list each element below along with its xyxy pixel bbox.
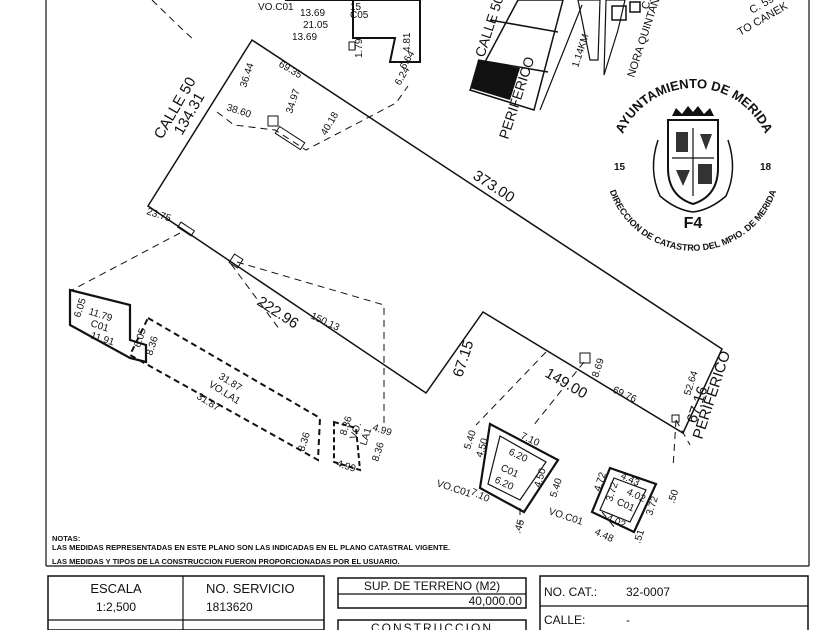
small-construction-detail: 8.36 VO. LA1 4.99 8.36 4.99	[333, 415, 393, 475]
svg-text:4.99: 4.99	[335, 458, 357, 475]
top-right-blocks	[468, 0, 641, 111]
svg-text:6.20: 6.20	[507, 447, 530, 465]
street-c1: C.1	[639, 0, 656, 11]
leader-lines	[71, 0, 691, 529]
dim-869: 8.69	[590, 357, 607, 379]
svg-text:.51: .51	[632, 528, 647, 545]
bottom-construction-detail-2: 4.43 4.02 C01 4.02 4.48 4.72 3.72 3.72 .…	[590, 466, 681, 545]
dim-15013: 150.13	[309, 311, 342, 334]
calle-label: CALLE:	[544, 613, 585, 627]
svg-text:C05: C05	[350, 10, 369, 21]
svg-text:15: 15	[350, 2, 362, 13]
dim-3644: 36.44	[238, 61, 256, 89]
svg-text:5.40: 5.40	[548, 477, 565, 499]
svg-text:VO.C01: VO.C01	[547, 506, 585, 528]
svg-text:1.79: 1.79	[354, 38, 365, 58]
svg-text:LA1: LA1	[358, 426, 374, 447]
dim-6715: 67.15	[450, 338, 478, 379]
top-construction-detail: 13.69 21.05 C05 15 13.69 VO.C01 1.79 4.8…	[258, 0, 421, 88]
street-calle50-top: CALLE 50	[472, 0, 507, 59]
footer-title-block: ESCALA 1:2,500 NO. SERVICIO 1813620 SUP.…	[47, 575, 809, 630]
construccion-label: CONSTRUCCION	[371, 621, 493, 630]
parcel-markers	[176, 115, 680, 423]
plan-notes: NOTAS: LAS MEDIDAS REPRESENTADAS EN ESTE…	[52, 534, 450, 566]
svg-text:18: 18	[760, 162, 772, 173]
dim-3497: 34.97	[284, 87, 302, 115]
svg-text:8.36: 8.36	[296, 431, 313, 453]
parcel-outline	[146, 38, 723, 435]
nocat-value: 32-0007	[626, 585, 670, 599]
svg-text:4.81: 4.81	[402, 32, 413, 52]
terreno-value: 40,000.00	[469, 594, 523, 608]
nocat-label: NO. CAT.:	[544, 585, 597, 599]
svg-text:VO.: VO.	[348, 421, 364, 441]
svg-text:11.91: 11.91	[89, 330, 116, 348]
municipal-seal: AYUNTAMIENTO DE MERIDA DIRECCION DE CATA…	[608, 76, 779, 253]
servicio-value: 1813620	[206, 600, 253, 614]
seal-top-text: AYUNTAMIENTO DE MERIDA	[612, 76, 776, 136]
svg-text:4.48: 4.48	[593, 527, 616, 545]
dim-149: 149.00	[542, 365, 590, 403]
svg-text:NOTAS:: NOTAS:	[52, 534, 80, 543]
svg-text:.50: .50	[666, 488, 681, 505]
coat-of-arms-icon	[652, 106, 734, 213]
svg-text:13.69: 13.69	[292, 32, 317, 43]
escala-value: 1:2,500	[96, 600, 136, 614]
svg-text:4.50: 4.50	[474, 437, 491, 459]
svg-text:.45: .45	[512, 518, 527, 535]
svg-text:15: 15	[614, 162, 626, 173]
svg-text:6.24: 6.24	[393, 65, 412, 88]
dim-2375: 23.75	[145, 206, 173, 224]
svg-text:8.36: 8.36	[144, 335, 161, 357]
seal-code: F4	[684, 215, 703, 232]
svg-text:4.72: 4.72	[592, 471, 609, 493]
svg-text:8.36: 8.36	[370, 441, 387, 463]
svg-text:VO.C01: VO.C01	[258, 2, 294, 13]
dim-373: 373.00	[470, 167, 518, 206]
svg-text:LAS MEDIDAS REPRESENTADAS EN E: LAS MEDIDAS REPRESENTADAS EN ESTE PLANO …	[52, 543, 450, 552]
calle-value: -	[626, 613, 630, 627]
svg-text:21.05: 21.05	[303, 20, 328, 31]
terreno-label: SUP. DE TERRENO (M2)	[364, 579, 500, 593]
dim-6935: 69.35	[277, 59, 305, 81]
svg-text:VO.C01: VO.C01	[435, 478, 473, 500]
svg-text:LAS MEDIDAS Y TIPOS DE LA CONS: LAS MEDIDAS Y TIPOS DE LA CONSTRUCCION F…	[52, 557, 400, 566]
bottom-construction-detail-1: 7.10 6.20 C01 6.20 7.10 5.40 4.50 4.50 5…	[435, 422, 585, 535]
dim-6976: 69.76	[611, 385, 639, 406]
escala-label: ESCALA	[90, 581, 142, 596]
servicio-label: NO. SERVICIO	[206, 581, 295, 596]
dim-3860: 38.60	[225, 102, 253, 120]
svg-text:4.99: 4.99	[371, 422, 393, 439]
svg-text:13.69: 13.69	[300, 8, 325, 19]
svg-text:3.72: 3.72	[644, 495, 661, 517]
